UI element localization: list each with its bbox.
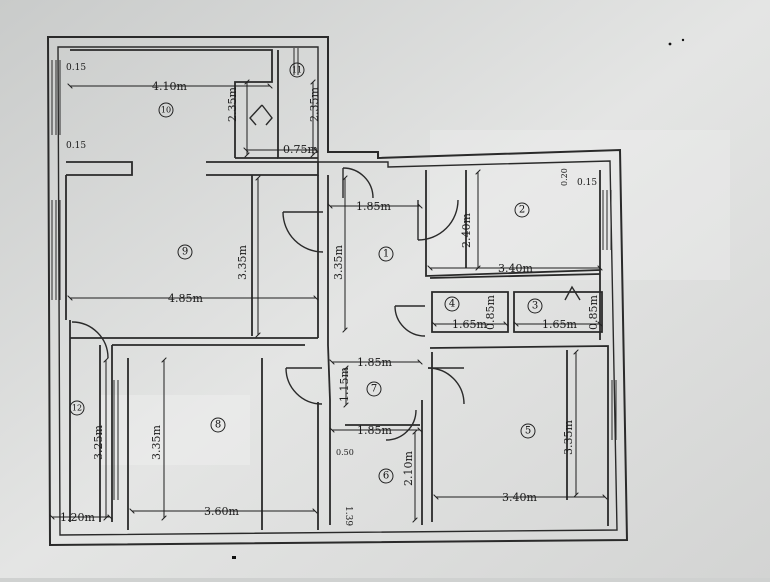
room-4-marker: 4 xyxy=(444,296,460,312)
dim-3-35-c: 3.35m xyxy=(562,420,575,455)
dim-0-15-a: 0.15 xyxy=(66,63,86,73)
room-2-number: 2 xyxy=(519,205,525,216)
dim-0-85-a: 0.85m xyxy=(484,295,497,330)
room-7-number: 7 xyxy=(371,384,377,395)
dimension-labels: 4.10m 2.35m 2.35m 0.75m 0.15 0.15 0.15 0… xyxy=(60,63,600,526)
dim-4-85: 4.85m xyxy=(168,292,203,305)
dim-1-65-b: 1.65m xyxy=(542,318,577,331)
room-1-number: 1 xyxy=(383,249,389,260)
room-5-number: 5 xyxy=(525,426,531,437)
room-6-number: 6 xyxy=(383,471,389,482)
room-9-marker: 9 xyxy=(177,244,193,260)
room-12-number: 12 xyxy=(72,404,82,413)
room-3-number: 3 xyxy=(532,301,538,312)
dim-4-10: 4.10m xyxy=(152,80,187,93)
dim-1-20: 1.20m xyxy=(60,511,95,524)
dim-0-15-b: 0.15 xyxy=(66,141,86,151)
dimension-lines xyxy=(52,82,605,520)
room-3-marker: 3 xyxy=(527,298,543,314)
dim-3-40-a: 3.40m xyxy=(498,262,533,275)
dim-1-85-a: 1.85m xyxy=(356,200,391,213)
room-9-number: 9 xyxy=(182,247,188,258)
room-5-marker: 5 xyxy=(520,423,536,439)
room-11-marker: 11 xyxy=(289,62,305,78)
room-1-marker: 1 xyxy=(378,246,394,262)
room-7-marker: 7 xyxy=(366,381,382,397)
dim-1-39: 1.39 xyxy=(343,506,353,526)
dim-2-10: 2.10m xyxy=(402,451,415,486)
dim-0-50: 0.50 xyxy=(336,448,354,457)
interior-walls xyxy=(65,49,609,530)
dim-3-35-b: 3.35m xyxy=(332,245,345,280)
room-10-number: 10 xyxy=(161,106,171,115)
windows xyxy=(51,48,617,500)
dim-0-75: 0.75m xyxy=(283,143,318,156)
room-10-marker: 10 xyxy=(158,102,174,118)
room-markers: 1 2 3 4 5 6 7 8 xyxy=(69,62,543,484)
dim-3-40-b: 3.40m xyxy=(502,491,537,504)
room-2-marker: 2 xyxy=(514,202,530,218)
dim-2-35-b: 2.35m xyxy=(308,87,321,122)
dim-0-15-c: 0.15 xyxy=(577,178,597,188)
room-6-marker: 6 xyxy=(378,468,394,484)
room-4-number: 4 xyxy=(449,299,455,310)
dim-3-60: 3.60m xyxy=(204,505,239,518)
dim-2-35-a: 2.35m xyxy=(226,87,239,122)
paper-specks xyxy=(232,38,685,559)
dim-1-85-b: 1.85m xyxy=(357,356,392,369)
room-8-number: 8 xyxy=(215,420,221,431)
dim-1-15: 1.15m xyxy=(338,367,351,402)
dim-1-85-c: 1.85m xyxy=(357,424,392,437)
dim-2-40: 2.40m xyxy=(460,213,473,248)
dim-3-35-a: 3.35m xyxy=(236,245,249,280)
dim-3-25: 3.25m xyxy=(92,425,105,460)
dim-1-65-a: 1.65m xyxy=(452,318,487,331)
room-12-marker: 12 xyxy=(69,400,85,416)
dim-0-20: 0.20 xyxy=(560,168,569,186)
room-11-number: 11 xyxy=(292,66,302,75)
exterior-walls xyxy=(46,36,629,547)
room-8-marker: 8 xyxy=(210,417,226,433)
dim-3-35-d: 3.35m xyxy=(150,425,163,460)
dim-0-85-b: 0.85m xyxy=(587,295,600,330)
